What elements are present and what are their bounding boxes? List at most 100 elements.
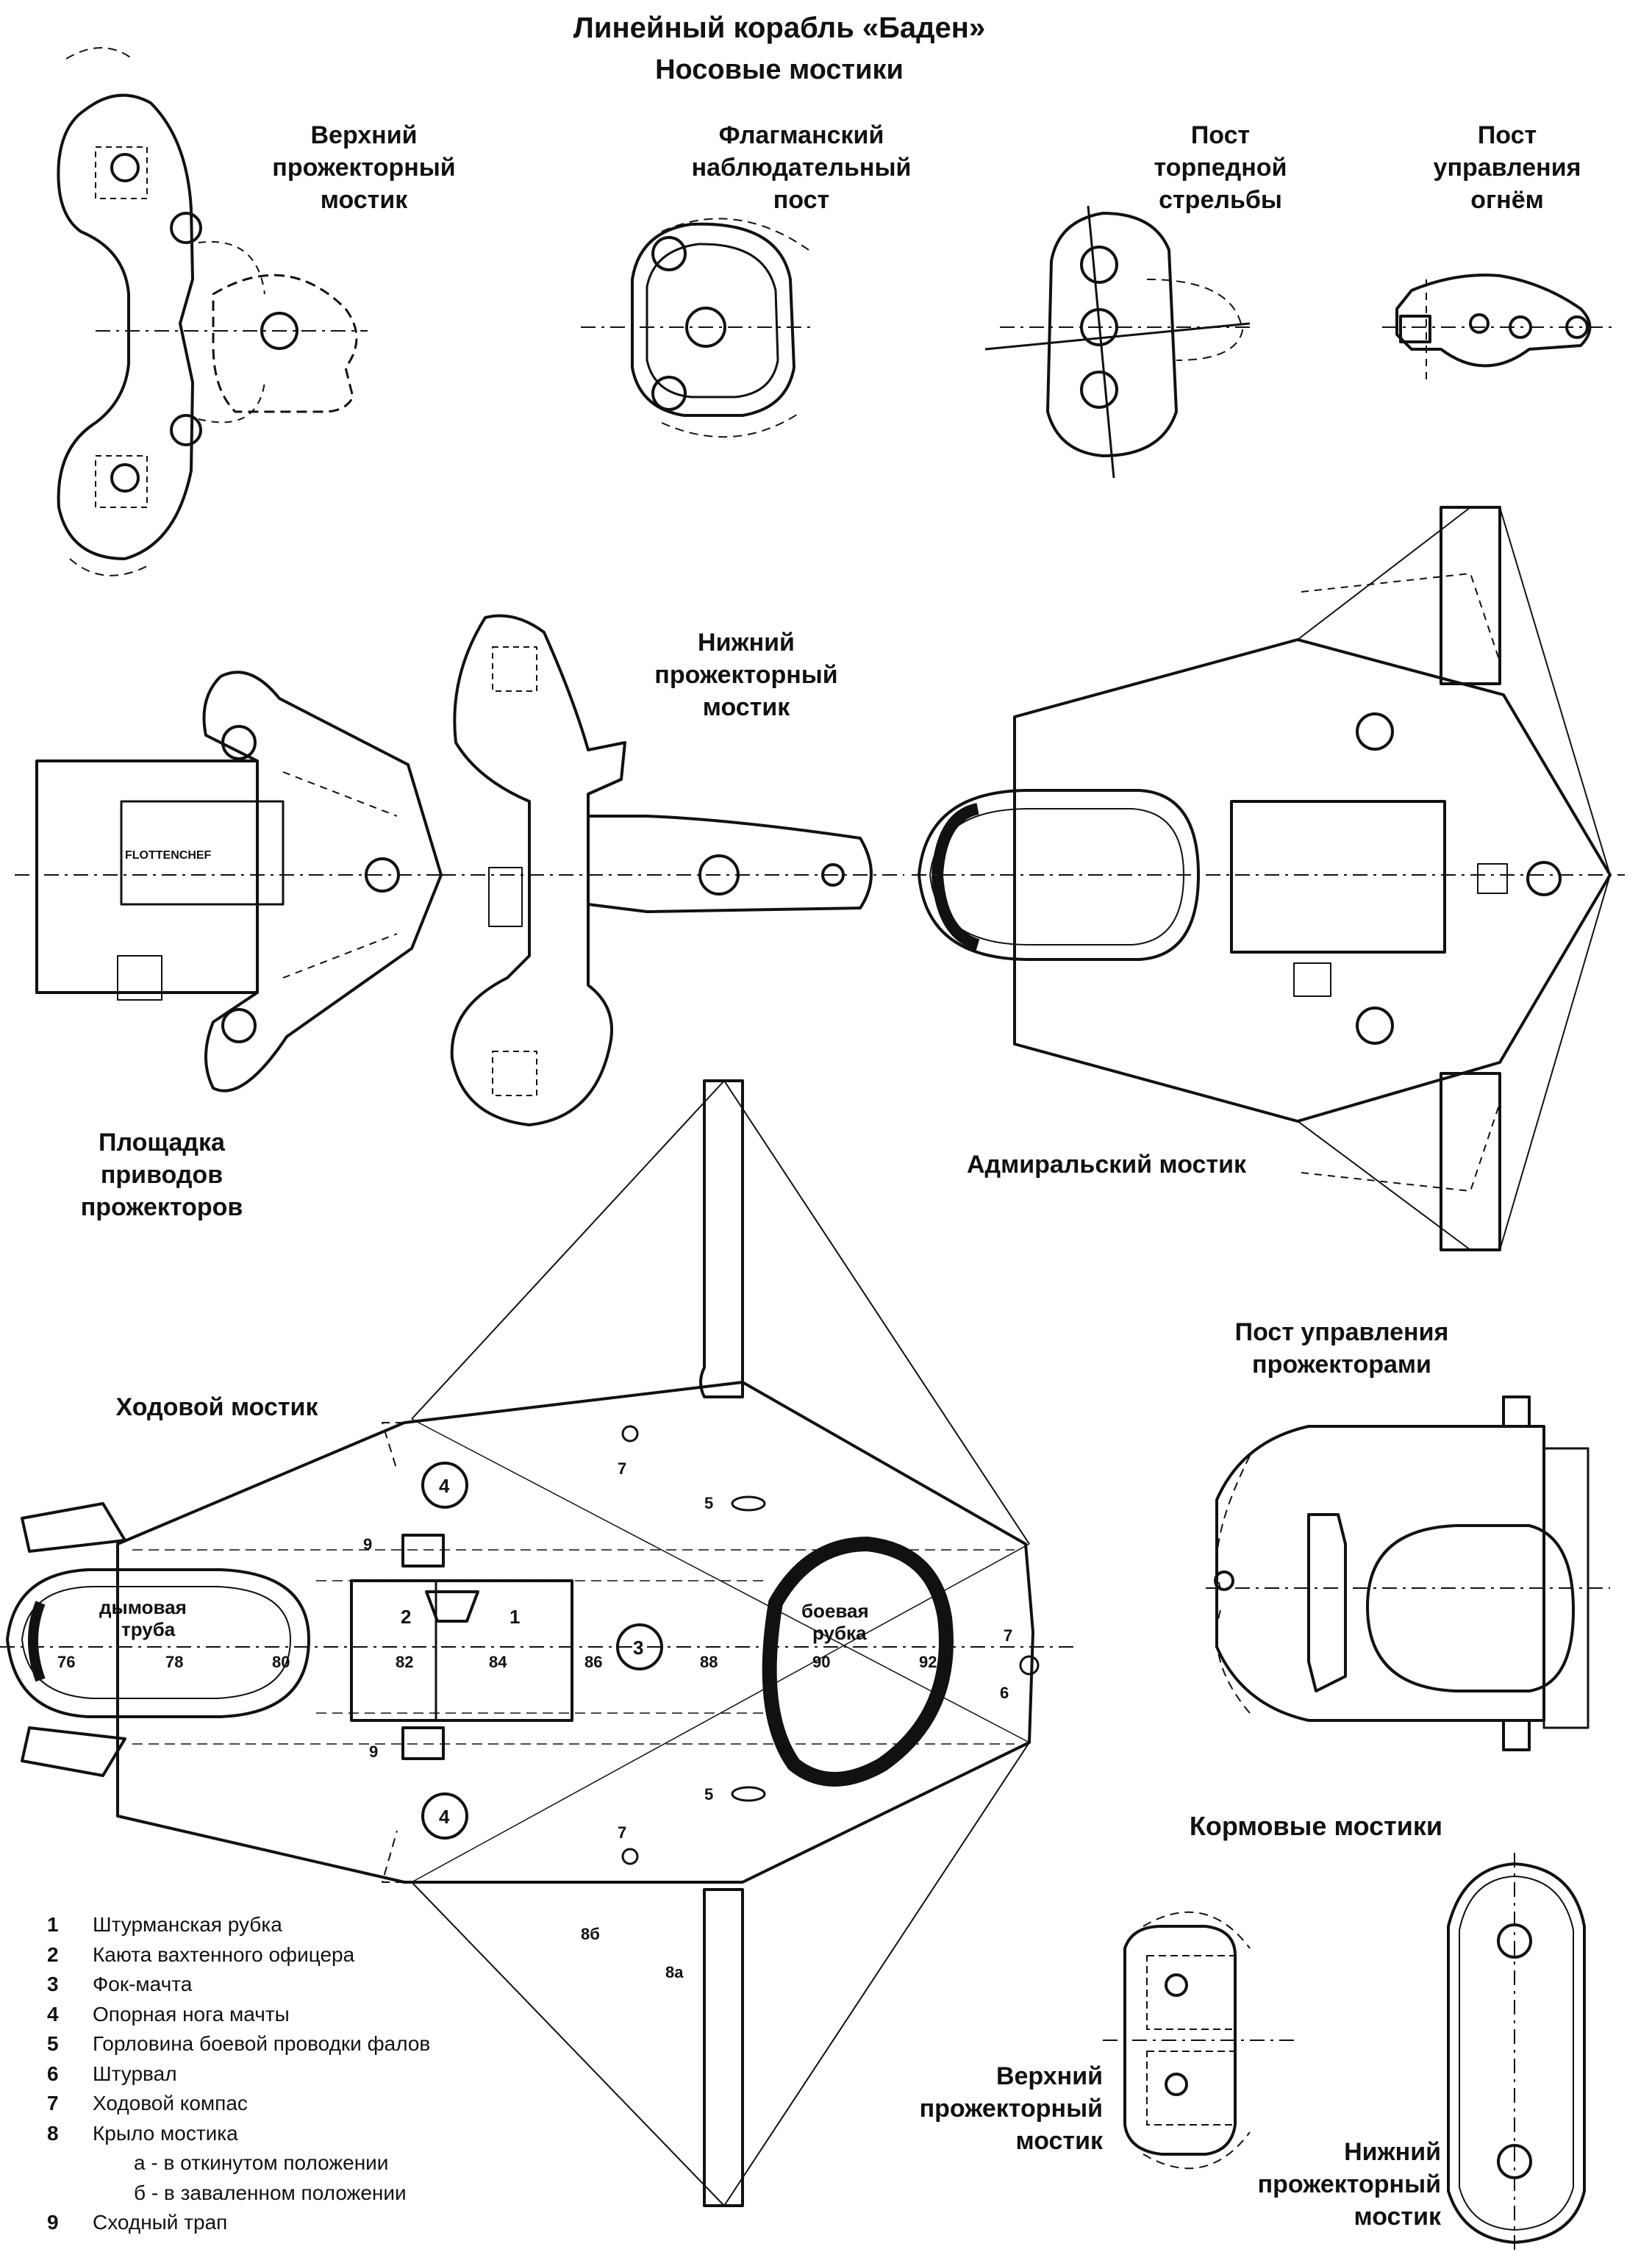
callout-4-bottom: 4: [439, 1806, 450, 1828]
legend-text: Штурманская рубка: [93, 1913, 282, 1936]
callout-7-bottom: 7: [618, 1823, 626, 1842]
callout-1: 1: [509, 1606, 520, 1628]
callout-6: 6: [1000, 1684, 1009, 1702]
label-line: Нижний: [1344, 2138, 1441, 2166]
legend-item: 8 Крыло мостика: [47, 2119, 430, 2149]
label-line: Площадка: [99, 1129, 225, 1157]
callout-5-top: 5: [704, 1494, 713, 1512]
callout-9-bottom: 9: [369, 1742, 378, 1761]
legend-number: 2: [47, 1942, 59, 1966]
callout-7-right: 7: [1004, 1626, 1012, 1645]
label-line: управления: [1433, 154, 1581, 182]
label-line: мостик: [702, 693, 790, 721]
legend-number: 1: [47, 1913, 59, 1936]
label-aft-lower-searchlight-bridge: Нижний прожекторный мостик: [1228, 2136, 1441, 2233]
frame-80: 80: [272, 1653, 290, 1671]
legend-text: Фок-мачта: [93, 1973, 193, 1995]
label-navigation-bridge: Ходовой мостик: [115, 1393, 318, 1421]
label-line: Пост: [1190, 121, 1251, 149]
searchlight-drive-platform-plan: [15, 671, 456, 1093]
label-line: мостик: [1015, 2127, 1103, 2155]
section-title-bow-bridges: Носовые мостики: [655, 54, 904, 85]
label-lower-searchlight-bridge: Нижний прожекторный мостик: [654, 626, 838, 723]
label-line: прожекторами: [1252, 1351, 1431, 1379]
lower-searchlight-bridge-plan: [441, 614, 904, 1126]
callout-7-top: 7: [618, 1459, 626, 1478]
legend-item: 7 Ходовой компас: [47, 2089, 430, 2119]
aft-upper-searchlight-bridge-plan: [1103, 1911, 1294, 2170]
callout-3: 3: [633, 1637, 643, 1659]
legend-text: а - в откинутом положении: [134, 2151, 389, 2174]
label-line: наблюдательный: [691, 154, 912, 182]
frame-84: 84: [489, 1653, 507, 1671]
callout-9-top: 9: [363, 1535, 372, 1554]
legend-text: Штурвал: [93, 2062, 177, 2085]
legend-number: 9: [47, 2211, 59, 2234]
legend-number: [47, 2148, 134, 2178]
label-line: прожекторный: [654, 661, 838, 689]
legend-number: 7: [47, 2092, 59, 2115]
fire-control-post-plan: [1382, 274, 1617, 382]
funnel-line2: труба: [121, 1618, 176, 1640]
label-line: пост: [773, 186, 830, 214]
label-line: мостик: [320, 186, 408, 214]
label-line: Пост управления: [1234, 1318, 1449, 1346]
label-line: Верхний: [310, 121, 418, 149]
conning-tower-line2: рубка: [812, 1622, 867, 1644]
upper-searchlight-bridge-plan: [57, 47, 368, 576]
label-line: Флагманский: [718, 121, 884, 149]
searchlight-control-post-plan: [1206, 1395, 1610, 1751]
label-line: прожекторный: [1257, 2170, 1441, 2198]
page-title: Линейный корабль «Баден»: [573, 12, 986, 44]
frame-92: 92: [919, 1653, 937, 1671]
frame-88: 88: [700, 1653, 718, 1671]
label-torpedo-post: Пост торпедной стрельбы: [1147, 119, 1294, 216]
label-flag-observation-post: Флагманский наблюдательный пост: [676, 119, 926, 216]
legend-item: б - в заваленном положении: [47, 2178, 430, 2209]
legend-item: 2 Каюта вахтенного офицера: [47, 1940, 430, 1970]
legend-item: 1 Штурманская рубка: [47, 1910, 430, 1940]
torpedo-post-plan: [984, 205, 1251, 479]
label-line: прожекторов: [80, 1193, 243, 1221]
frame-86: 86: [584, 1653, 602, 1671]
label-aft-upper-searchlight-bridge: Верхний прожекторный мостик: [890, 2060, 1103, 2157]
callout-4-top: 4: [439, 1475, 450, 1497]
callout-8b: 8б: [581, 1925, 600, 1943]
legend-number: 5: [47, 2032, 59, 2055]
callout-8a: 8а: [665, 1963, 684, 1981]
navigation-bridge-plan: [0, 1079, 1073, 2207]
callout-5-bottom: 5: [704, 1785, 713, 1804]
legend: 1 Штурманская рубка 2 Каюта вахтенного офиц…: [47, 1910, 430, 2238]
frame-76: 76: [57, 1653, 75, 1671]
label-line: прожекторный: [919, 2095, 1103, 2123]
section-title-aft-bridges: Кормовые мостики: [1189, 1811, 1443, 1841]
legend-text: Ходовой компас: [93, 2092, 248, 2115]
label-line: приводов: [100, 1161, 224, 1189]
flag-observation-post-plan: [581, 218, 816, 438]
label-line: Нижний: [698, 629, 795, 657]
frame-82: 82: [396, 1653, 413, 1671]
label-upper-searchlight-bridge: Верхний прожекторный мостик: [272, 119, 456, 216]
label-line: прожекторный: [272, 154, 456, 182]
label-searchlight-control-post: Пост управления прожекторами: [1213, 1316, 1470, 1381]
legend-item: а - в откинутом положении: [47, 2148, 430, 2178]
legend-number: 4: [47, 2002, 59, 2026]
legend-text: Крыло мостика: [93, 2121, 238, 2145]
label-line: Пост: [1477, 121, 1537, 149]
label-line: стрельбы: [1159, 186, 1282, 214]
label-line: огнём: [1470, 186, 1544, 214]
legend-text: Опорная нога мачты: [93, 2002, 290, 2026]
legend-text: Каюта вахтенного офицера: [93, 1942, 355, 1966]
frame-78: 78: [165, 1653, 183, 1671]
legend-number: 8: [47, 2121, 59, 2145]
funnel-line1: дымовая: [99, 1596, 187, 1618]
callout-2: 2: [401, 1606, 411, 1628]
label-searchlight-drive-platform: Площадка приводов прожекторов: [66, 1126, 257, 1223]
legend-text: б - в заваленном положении: [134, 2181, 407, 2204]
label-fire-control-post: Пост управления огнём: [1423, 119, 1592, 216]
